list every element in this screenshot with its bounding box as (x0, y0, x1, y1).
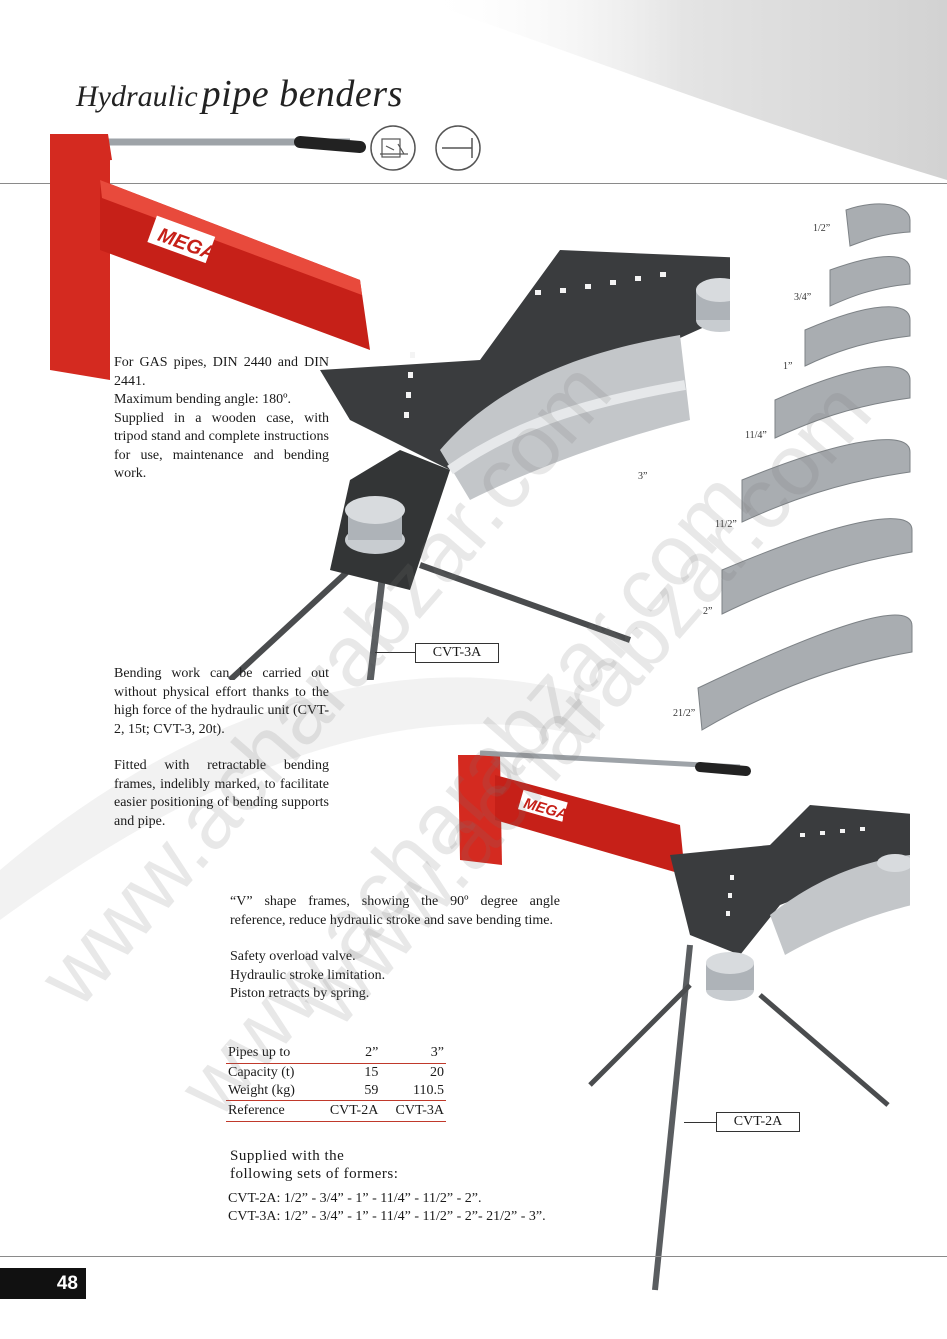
tripod-leg (758, 993, 890, 1107)
callout-line-cvt3a (375, 652, 415, 653)
handle-grip (695, 762, 751, 776)
pump-body (50, 160, 110, 380)
intro-line: Supplied in a wooden case, with tripod s… (114, 410, 329, 482)
bender-illustration-cvt3a: MEGA (50, 134, 730, 680)
formers-cvt2a: CVT-2A: 1/2” - 3/4” - 1” - 11/4” - 11/2”… (228, 1191, 482, 1206)
tripod-leg (227, 557, 363, 680)
bending-frame (320, 250, 730, 470)
valve-schematic-icon (370, 125, 416, 171)
former-shape (804, 306, 911, 367)
bending-frame (670, 805, 910, 955)
table-row: Weight (kg) 59 110.5 (226, 1082, 446, 1101)
features-list: Safety overload valve. Hydraulic stroke … (230, 948, 450, 1004)
frame-holes (404, 272, 666, 418)
former-size-label: 21/2” (673, 708, 696, 719)
intro-line: Maximum bending angle: 180º. (114, 392, 291, 407)
cell-cvt2a: 15 (364, 1065, 379, 1080)
tripod-leg (418, 562, 632, 643)
former-shape (829, 256, 911, 307)
former-shape (721, 518, 913, 615)
formers-illustration (697, 203, 913, 731)
frames-text: Fitted with retractable bending frames, … (114, 757, 329, 831)
header-rule (0, 183, 947, 184)
hydraulic-paragraph: Bending work can be carried out without … (114, 666, 329, 737)
pump-body (458, 755, 502, 865)
former-shape (741, 439, 911, 523)
hydraulic-text: Bending work can be carried out without … (114, 665, 329, 739)
support-roller (877, 854, 910, 872)
table-row: Capacity (t) 15 20 (226, 1064, 446, 1083)
cell-cvt3a: CVT-3A (380, 1100, 446, 1122)
former-shape (774, 366, 911, 439)
brand-badge (518, 789, 568, 822)
cell-cvt3a: 110.5 (413, 1083, 444, 1098)
former-size-label: 1” (783, 361, 793, 372)
former-shape (697, 614, 913, 731)
model-label-cvt2a: CVT-2A (716, 1112, 800, 1132)
cell-cvt2a: 2” (314, 1044, 381, 1064)
table-row: Pipes up to 2” 3” (226, 1044, 446, 1064)
formers-intro-line: following sets of formers: (230, 1166, 399, 1182)
title-part-hydraulic: Hydraulic (76, 80, 198, 113)
cell-cvt2a: CVT-2A (314, 1100, 381, 1122)
row-label: Reference (226, 1100, 315, 1122)
v-frame-text: “V” shape frames, showing the 90º degree… (230, 893, 560, 930)
spec-table: Pipes up to 2” 3” Capacity (t) 15 20 Wei… (226, 1044, 446, 1122)
former-size-label: 2” (703, 606, 713, 617)
former-size-label: 11/2” (715, 519, 737, 530)
title-part-pipe-benders: pipe benders (201, 73, 403, 115)
formers-list: CVT-2A: 1/2” - 3/4” - 1” - 11/4” - 11/2”… (228, 1190, 546, 1226)
tripod-leg (652, 944, 693, 1291)
formers-intro-line: Supplied with the (230, 1148, 345, 1164)
stroke-limit-icon (435, 125, 481, 171)
former-size-label: 11/4” (745, 430, 767, 441)
cell-cvt2a: 59 (364, 1083, 379, 1098)
feature-item: Safety overload valve. (230, 949, 356, 964)
bender-illustration-cvt2a: MEGA (458, 750, 910, 1291)
former-size-label: 3” (638, 471, 648, 482)
former (770, 855, 910, 955)
row-label: Capacity (t) (228, 1065, 295, 1080)
v-frame-paragraph: “V” shape frames, showing the 90º degree… (230, 894, 560, 928)
table-row: Reference CVT-2A CVT-3A (226, 1100, 446, 1122)
former-shape (845, 203, 911, 247)
cell-cvt3a: 20 (430, 1065, 444, 1080)
frame-holes (726, 827, 865, 916)
row-label: Weight (kg) (228, 1083, 295, 1098)
footer-rule (0, 1256, 947, 1257)
cell-cvt3a: 3” (380, 1044, 446, 1064)
frames-paragraph: Fitted with retractable bending frames, … (114, 758, 329, 829)
page-number: 48 (0, 1268, 86, 1299)
page-title: Hydraulic pipe benders (76, 72, 403, 116)
row-label: Pipes up to (226, 1044, 315, 1064)
feature-item: Hydraulic stroke limitation. (230, 967, 386, 983)
header-icons (370, 125, 481, 171)
former-size-label: 1/2” (813, 223, 831, 234)
brand-badge (147, 215, 216, 264)
intro-text: For GAS pipes, DIN 2440 and DIN 2441. Ma… (114, 354, 329, 484)
tripod-leg (366, 579, 386, 680)
tripod-leg (588, 983, 692, 1087)
handle-grip (294, 136, 366, 153)
formers-intro: Supplied with the following sets of form… (230, 1147, 398, 1183)
feature-item: Piston retracts by spring. (230, 986, 370, 1001)
intro-line: For GAS pipes, DIN 2440 and DIN 2441. (114, 355, 329, 389)
formers-cvt3a: CVT-3A: 1/2” - 3/4” - 1” - 11/4” - 11/2”… (228, 1209, 546, 1224)
model-label-cvt3a: CVT-3A (415, 643, 499, 663)
callout-line-cvt2a (684, 1122, 716, 1123)
former-size-label: 3/4” (794, 292, 812, 303)
